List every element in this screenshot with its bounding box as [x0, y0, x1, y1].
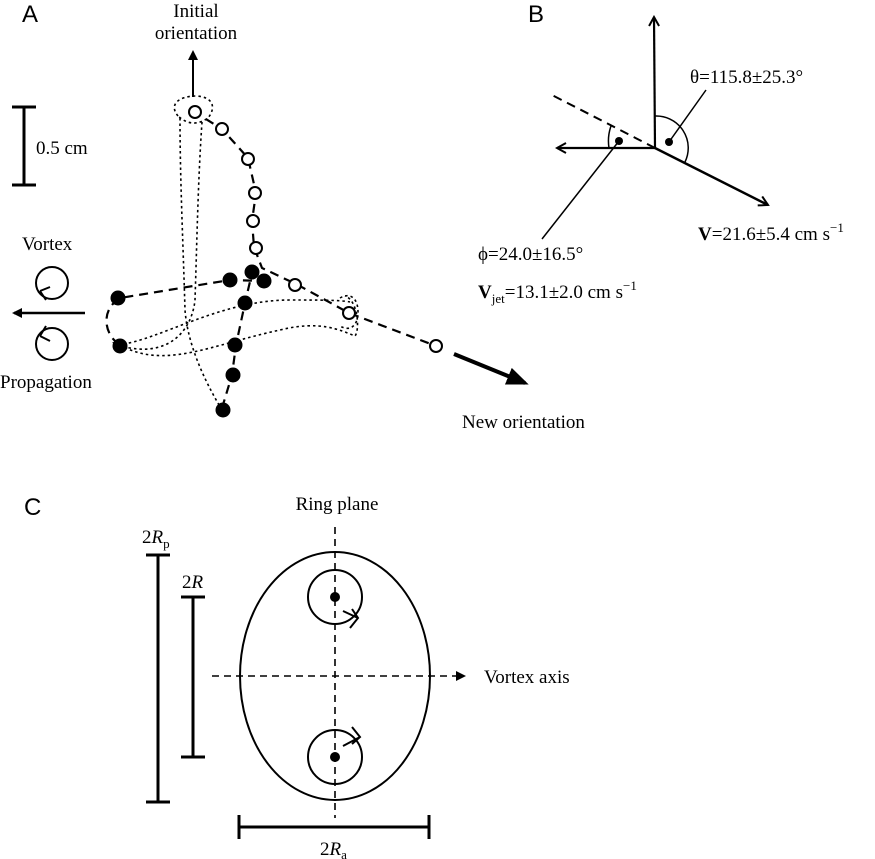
vortex-core-lower: [307, 726, 363, 785]
panel-b: B θ=115.8±25.3° V=21.6±5.4 cm s−1 ϕ=24.0…: [478, 1, 844, 306]
2rp-label: 2Rp: [142, 527, 170, 551]
panel-a: A Initial orientation 0.5 cm Vortex Prop…: [0, 1, 585, 433]
dotted-envelope-end: [339, 294, 359, 330]
open-markers: [188, 105, 443, 353]
filled-marker: [244, 264, 260, 280]
theta-arc: [654, 115, 689, 163]
rotation-icon-upper: [35, 266, 69, 301]
open-marker: [288, 278, 302, 292]
ring-plane-label: Ring plane: [296, 494, 379, 515]
dashed-reference-line: [551, 94, 656, 149]
vortex-axis-label: Vortex axis: [484, 667, 570, 688]
phi-label: ϕ=24.0±16.5°: [478, 244, 583, 265]
filled-marker: [237, 295, 253, 311]
2ra-label: 2Ra: [320, 839, 347, 859]
rotation-icon-lower: [35, 325, 69, 361]
filled-marker: [225, 367, 241, 383]
scale-bar: [12, 105, 36, 187]
initial-orientation-label-line2: orientation: [155, 23, 238, 44]
open-marker-trajectory: [192, 110, 437, 348]
open-marker: [246, 214, 260, 228]
filled-marker: [215, 402, 231, 418]
panel-a-label: A: [22, 1, 38, 28]
phi-arc: [607, 125, 612, 149]
filled-marker: [112, 338, 128, 354]
propagation-label: Propagation: [0, 372, 92, 393]
open-marker: [188, 105, 202, 119]
filled-marker: [227, 337, 243, 353]
panel-b-label: B: [528, 1, 544, 28]
initial-orientation-vector: [654, 17, 655, 149]
panel-c-label: C: [24, 494, 41, 521]
2ra-dimension-bar: [237, 815, 431, 839]
filled-markers: [110, 264, 272, 418]
theta-label: θ=115.8±25.3°: [690, 67, 803, 88]
open-marker: [429, 339, 443, 353]
open-marker: [215, 122, 229, 136]
vortex-core-upper: [307, 569, 363, 629]
open-marker: [342, 306, 356, 320]
phi-leader-line: [541, 140, 620, 240]
open-marker: [241, 152, 255, 166]
panel-c: C Ring plane Vortex axis 2Rp 2: [24, 494, 570, 859]
vortex-label: Vortex: [22, 234, 73, 255]
scale-bar-label: 0.5 cm: [36, 138, 88, 159]
velocity-vector: [654, 146, 768, 205]
vortex-bubble-outline: [239, 551, 431, 801]
2rp-dimension-bar: [146, 553, 170, 804]
open-marker: [248, 186, 262, 200]
open-marker: [249, 241, 263, 255]
velocity-label: V=21.6±5.4 cm s−1: [698, 220, 844, 245]
filled-marker: [222, 272, 238, 288]
initial-orientation-label-line1: Initial: [173, 1, 218, 22]
2r-label: 2R: [182, 572, 204, 593]
filled-marker: [110, 290, 126, 306]
2r-dimension-bar: [181, 595, 205, 759]
new-orientation-label: New orientation: [462, 412, 585, 433]
filled-marker: [256, 273, 272, 289]
theta-leader-line: [668, 89, 707, 143]
jet-velocity-label: Vjet=13.1±2.0 cm s−1: [478, 278, 637, 306]
new-orientation-arrow: [453, 352, 529, 385]
